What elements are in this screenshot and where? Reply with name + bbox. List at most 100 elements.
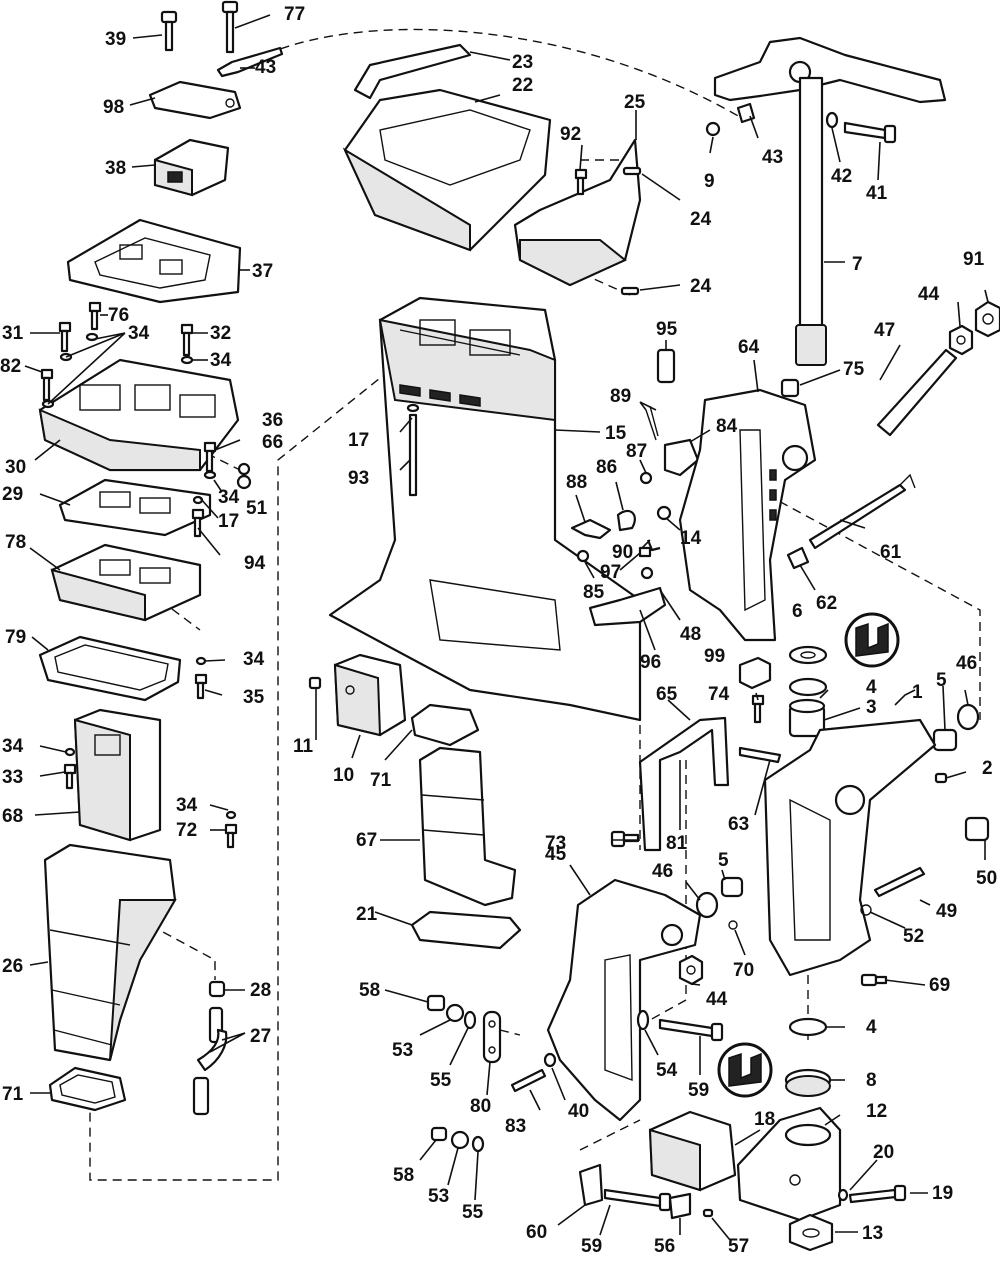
label-33: 33 <box>2 767 23 788</box>
label-7: 7 <box>852 254 863 275</box>
label-91: 91 <box>963 249 985 270</box>
label-49: 49 <box>936 901 957 922</box>
block-99 <box>738 656 772 690</box>
ring-70 <box>728 920 738 930</box>
label-73: 73 <box>545 833 566 854</box>
label-55: 55 <box>462 1202 484 1223</box>
label-71: 71 <box>2 1084 24 1105</box>
bearing-4-upper <box>788 677 828 697</box>
label-18: 18 <box>754 1109 775 1130</box>
label-47: 47 <box>874 320 895 341</box>
label-77: 77 <box>284 4 305 25</box>
label-86: 86 <box>596 457 617 478</box>
bolt-41-washer-42 <box>825 111 897 144</box>
bolt-19 <box>848 1184 907 1204</box>
label-13: 13 <box>862 1223 883 1244</box>
label-43: 43 <box>762 147 783 168</box>
label-58: 58 <box>393 1165 414 1186</box>
label-11: 11 <box>293 736 314 757</box>
bushing-50 <box>964 816 990 842</box>
label-34: 34 <box>218 487 240 508</box>
label-36: 36 <box>262 410 283 431</box>
exhaust-tube-67 <box>418 746 517 907</box>
label-8: 8 <box>866 1070 877 1091</box>
label-72: 72 <box>176 820 197 841</box>
handle-23 <box>353 43 472 100</box>
label-59: 59 <box>581 1236 602 1257</box>
label-39: 39 <box>105 29 126 50</box>
label-68: 68 <box>2 806 23 827</box>
bolt-83 <box>510 1068 547 1093</box>
label-1: 1 <box>912 682 923 703</box>
label-89: 89 <box>610 386 631 407</box>
plate-98 <box>148 80 242 120</box>
ground-strap-43 <box>216 46 284 78</box>
label-80: 80 <box>470 1096 491 1117</box>
label-64: 64 <box>738 337 760 358</box>
ring-52 <box>860 904 872 916</box>
steering-shaft-7 <box>795 76 827 366</box>
label-12: 12 <box>866 1101 887 1122</box>
label-17: 17 <box>348 430 369 451</box>
tilt-tube-47 <box>876 348 958 437</box>
label-40: 40 <box>568 1101 589 1122</box>
label-29: 29 <box>2 484 23 505</box>
shift-parts <box>570 348 700 580</box>
label-30: 30 <box>5 457 26 478</box>
label-56: 56 <box>654 1236 675 1257</box>
label-34: 34 <box>128 323 150 344</box>
bolt-77 <box>221 0 239 54</box>
label-4: 4 <box>866 1017 877 1038</box>
label-79: 79 <box>5 627 26 648</box>
spring-62 <box>786 546 810 570</box>
washer-40 <box>543 1052 557 1068</box>
label-5: 5 <box>718 850 729 871</box>
bolt-59-upper <box>658 1018 724 1042</box>
label-35: 35 <box>243 687 265 708</box>
hardware-58-53-55-lower <box>430 1126 485 1153</box>
label-19: 19 <box>932 1183 953 1204</box>
bolt-76 <box>88 301 102 331</box>
adapter-housing-30 <box>38 358 240 472</box>
plate-60 <box>578 1163 604 1207</box>
label-97: 97 <box>600 562 621 583</box>
label-21: 21 <box>356 904 378 925</box>
label-31: 31 <box>2 323 24 344</box>
label-98: 98 <box>103 97 124 118</box>
seal-21 <box>410 910 522 950</box>
bearing-8 <box>784 1068 832 1097</box>
label-94: 94 <box>244 553 266 574</box>
exhaust-housing-15 <box>328 296 642 722</box>
bolt-32 <box>180 323 194 357</box>
grommet-28 <box>208 980 226 998</box>
washer-20 <box>837 1188 849 1202</box>
leader-lines <box>24 14 989 1241</box>
stern-bracket-45 <box>546 878 702 1122</box>
bushing-5-mid <box>720 876 744 898</box>
spring-63 <box>738 746 782 764</box>
label-65: 65 <box>656 684 678 705</box>
bolt-36 <box>203 441 217 480</box>
pin-49 <box>873 866 926 898</box>
bolt-39 <box>160 10 178 52</box>
seal-71-lower <box>48 1066 127 1112</box>
label-85: 85 <box>583 582 605 603</box>
label-92: 92 <box>560 124 581 145</box>
sealant-icon-b <box>717 1042 773 1098</box>
label-58: 58 <box>359 980 380 1001</box>
screw-2 <box>934 772 948 784</box>
trim-block-18 <box>648 1110 737 1192</box>
bolt-59-lower <box>603 1188 672 1212</box>
label-23: 23 <box>512 52 533 73</box>
label-78: 78 <box>5 532 26 553</box>
screw-72 <box>224 810 238 849</box>
label-26: 26 <box>2 956 23 977</box>
steering-arm <box>713 36 947 104</box>
stud-93 <box>406 403 420 497</box>
label-34: 34 <box>210 350 232 371</box>
label-24: 24 <box>690 209 712 230</box>
bolt-31 <box>58 321 72 353</box>
bracket-96 <box>588 586 667 627</box>
label-3: 3 <box>866 697 877 718</box>
